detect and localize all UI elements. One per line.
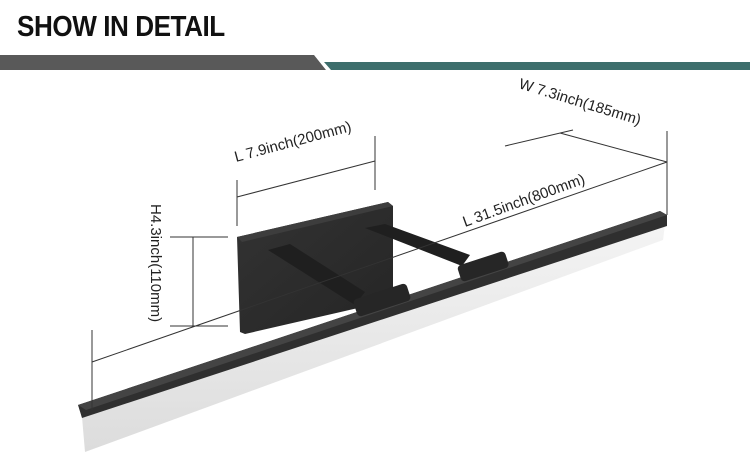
header-band-gray [0,55,326,70]
length-dimension-label: L 31.5inch(800mm) [461,171,588,231]
header-band-teal [324,62,750,70]
arm-right [365,224,470,266]
arm-knuckle-right [457,251,509,282]
height-dimension-label: H4.3inch(110mm) [147,204,164,322]
arm-left [268,244,365,305]
page-title: SHOW IN DETAIL [17,11,225,43]
width-dimension-label: W 7.3inch(185mm) [517,76,643,129]
backplate-top [237,202,393,242]
dimension-lines [91,129,668,410]
backplate-length-label: L 7.9inch(200mm) [233,118,354,166]
arm-knuckle-left [353,283,411,317]
light-diffuser [82,225,665,452]
